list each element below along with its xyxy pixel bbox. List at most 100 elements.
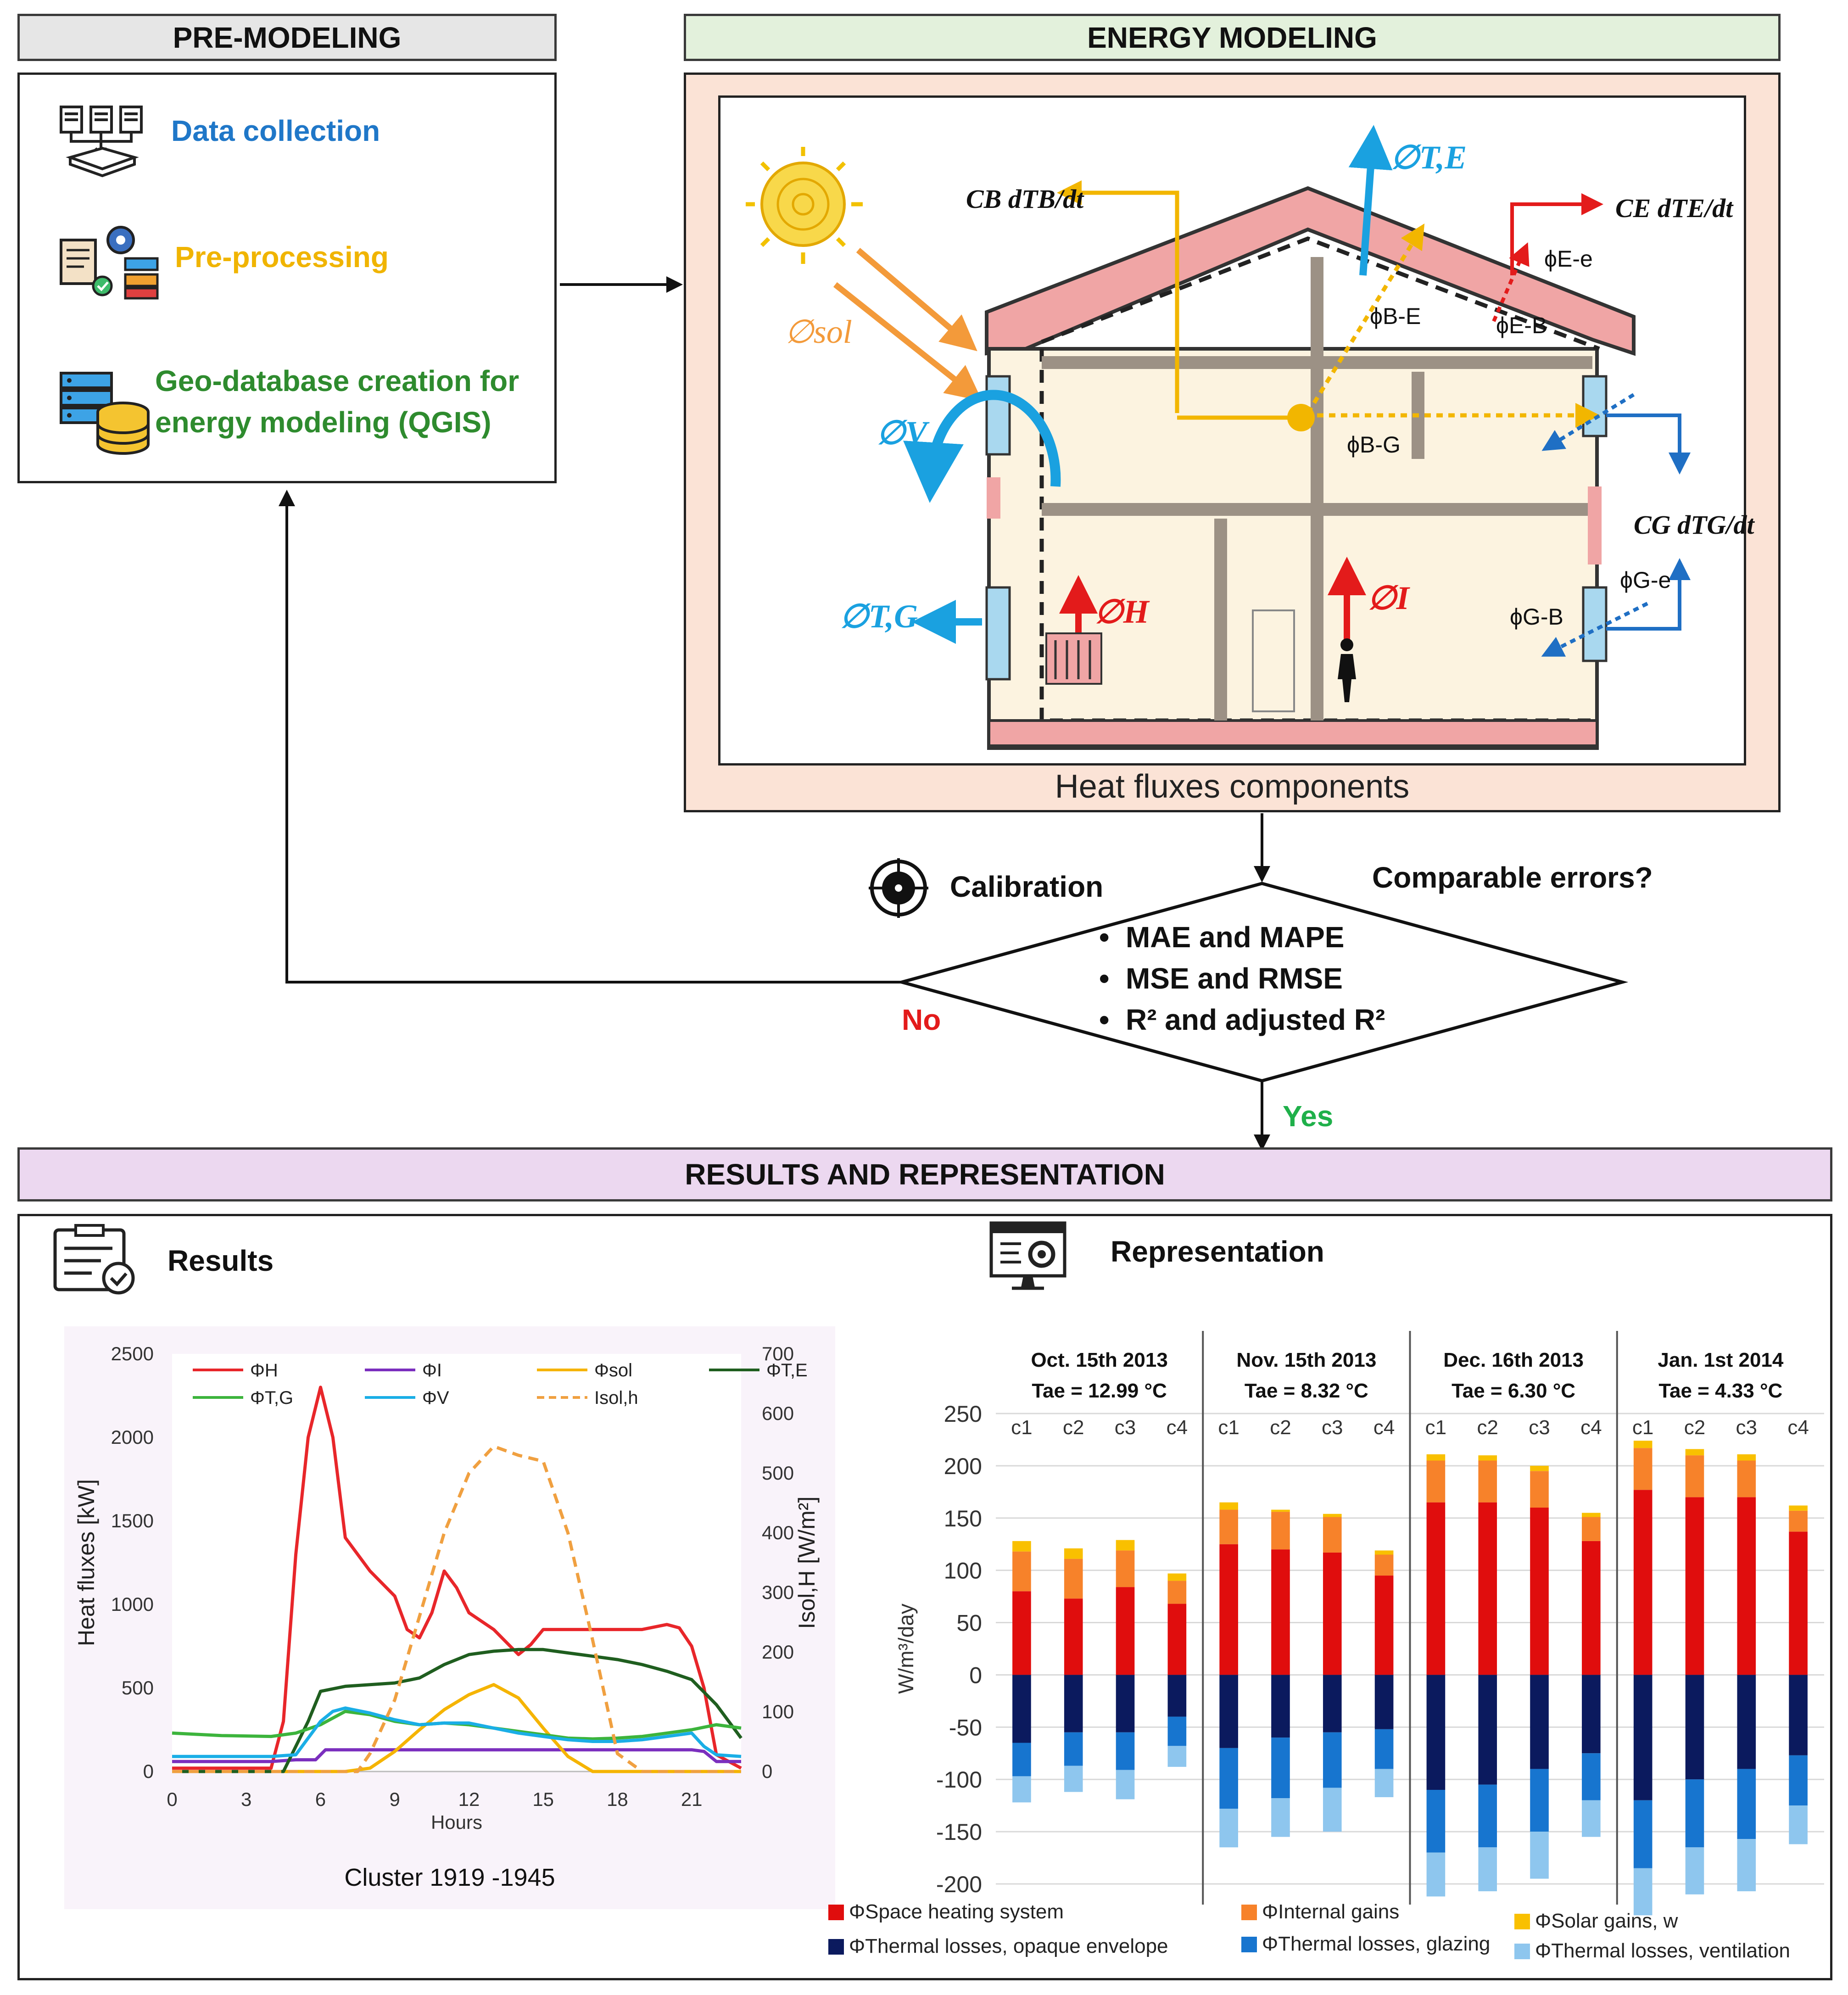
category-label: c2 xyxy=(1063,1416,1084,1439)
bar-segment-1 xyxy=(1323,1517,1342,1553)
x-tick-label: 0 xyxy=(167,1788,177,1810)
legend-label-5: ΦThermal losses, ventilation xyxy=(1535,1939,1790,1962)
category-label: c4 xyxy=(1167,1416,1188,1439)
bar-segment-0 xyxy=(1064,1598,1083,1675)
bar-segment-1 xyxy=(1478,1460,1497,1503)
energy-header-text: ENERGY MODELING xyxy=(1087,21,1377,54)
y-tick-label: 100 xyxy=(944,1558,982,1584)
bar-segment-2 xyxy=(1116,1540,1135,1551)
legend-label-2: ΦSolar gains, w xyxy=(1535,1910,1678,1932)
bar-segment-0 xyxy=(1116,1587,1135,1675)
category-label: c1 xyxy=(1218,1416,1239,1439)
bar-segment-4 xyxy=(1789,1755,1808,1806)
bar-segment-0 xyxy=(1426,1502,1446,1675)
bar-segment-3 xyxy=(1167,1675,1187,1717)
legend-swatch-2 xyxy=(1514,1914,1530,1929)
bar-segment-1 xyxy=(1685,1455,1704,1498)
bar-segment-4 xyxy=(1530,1769,1549,1832)
bar-segment-5 xyxy=(1323,1788,1342,1832)
bar-segment-1 xyxy=(1116,1550,1135,1587)
group-title-3: Jan. 1st 2014 xyxy=(1658,1349,1783,1371)
legend-swatch-1 xyxy=(1241,1905,1257,1920)
y-tick-label: 2000 xyxy=(111,1426,154,1448)
legend-label-4: ΦT,G xyxy=(250,1388,293,1408)
bar-segment-4 xyxy=(1012,1743,1031,1777)
bar-segment-2 xyxy=(1426,1454,1446,1461)
bar-segment-1 xyxy=(1219,1509,1238,1544)
line-chart-caption: Cluster 1919 -1945 xyxy=(344,1864,555,1891)
label-phi-eb: ϕE-B xyxy=(1496,313,1547,338)
category-label: c3 xyxy=(1529,1416,1550,1439)
results-box xyxy=(17,1214,1832,1980)
y-tick-label: -100 xyxy=(936,1767,982,1793)
y-tick-label: 150 xyxy=(944,1506,982,1531)
legend-label-5: ΦV xyxy=(422,1388,449,1408)
bar-segment-5 xyxy=(1374,1769,1394,1797)
bar-segment-3 xyxy=(1737,1675,1756,1769)
representation-title: Representation xyxy=(1111,1235,1324,1268)
energy-header: ENERGY MODELING xyxy=(684,14,1781,61)
x-tick-label: 3 xyxy=(241,1788,251,1810)
database-icon xyxy=(60,372,150,455)
bar-segment-3 xyxy=(1582,1675,1601,1754)
yes-label: Yes xyxy=(1283,1100,1334,1133)
label-phi-ee: ϕE-e xyxy=(1544,246,1593,272)
bar-segment-4 xyxy=(1582,1753,1601,1800)
category-label: c4 xyxy=(1373,1416,1395,1439)
category-label: c3 xyxy=(1322,1416,1343,1439)
y2-tick-label: 600 xyxy=(762,1403,794,1424)
category-label: c1 xyxy=(1632,1416,1653,1439)
bar-segment-0 xyxy=(1219,1544,1238,1675)
bar-segment-3 xyxy=(1323,1675,1342,1732)
bar-segment-5 xyxy=(1633,1868,1653,1916)
legend-label-3: ΦThermal losses, opaque envelope xyxy=(849,1935,1168,1957)
bar-segment-0 xyxy=(1478,1502,1497,1675)
x-tick-label: 9 xyxy=(390,1788,400,1810)
group-title-1: Nov. 15th 2013 xyxy=(1236,1349,1376,1371)
bar-segment-2 xyxy=(1271,1509,1290,1512)
calibration-label: Calibration xyxy=(950,870,1104,903)
group-temp-1: Tae = 8.32 °C xyxy=(1245,1380,1368,1402)
legend-swatch-4 xyxy=(1241,1937,1257,1952)
bar-segment-4 xyxy=(1426,1790,1446,1853)
bar-segment-2 xyxy=(1530,1465,1549,1471)
category-label: c2 xyxy=(1270,1416,1291,1439)
legend-label-2: Φsol xyxy=(594,1360,632,1380)
comparable-errors-label: Comparable errors? xyxy=(1372,861,1653,894)
bar-segment-4 xyxy=(1478,1784,1497,1848)
bar-segment-1 xyxy=(1789,1510,1808,1532)
group-temp-3: Tae = 4.33 °C xyxy=(1658,1380,1782,1402)
category-label: c1 xyxy=(1425,1416,1446,1439)
y-tick-label: 200 xyxy=(944,1453,982,1479)
bar-segment-4 xyxy=(1633,1800,1653,1868)
group-temp-0: Tae = 12.99 °C xyxy=(1032,1380,1167,1402)
bar-segment-1 xyxy=(1737,1460,1756,1498)
metric-bullet-2: • MSE and RMSE xyxy=(1099,962,1343,995)
bar-segment-5 xyxy=(1012,1776,1031,1803)
bar-segment-2 xyxy=(1323,1514,1342,1517)
label-phi-i: ∅I xyxy=(1368,580,1409,616)
bar-segment-3 xyxy=(1374,1675,1394,1729)
group-temp-2: Tae = 6.30 °C xyxy=(1452,1380,1575,1402)
bar-segment-2 xyxy=(1478,1455,1497,1461)
bar-segment-1 xyxy=(1012,1551,1031,1592)
bar-segment-3 xyxy=(1633,1675,1653,1800)
bar-segment-5 xyxy=(1219,1809,1238,1848)
y-tick-label: 1000 xyxy=(111,1593,154,1615)
label-ce: CE dTE/dt xyxy=(1615,193,1733,223)
bar-segment-5 xyxy=(1167,1746,1187,1767)
bar-segment-3 xyxy=(1426,1675,1446,1790)
bar-segment-2 xyxy=(1064,1548,1083,1559)
legend-label-4: ΦThermal losses, glazing xyxy=(1262,1933,1490,1955)
data-collection-label: Data collection xyxy=(171,114,380,147)
label-cg: CG dTG/dt xyxy=(1634,510,1754,540)
y-tick-label: -50 xyxy=(949,1715,982,1740)
category-label: c4 xyxy=(1580,1416,1602,1439)
bar-segment-5 xyxy=(1064,1766,1083,1792)
bar-segment-2 xyxy=(1374,1550,1394,1555)
y-tick-label: 50 xyxy=(956,1610,982,1636)
metric-bullet-1: • MAE and MAPE xyxy=(1099,921,1345,954)
x-tick-label: 15 xyxy=(532,1788,554,1810)
y-tick-label: 250 xyxy=(944,1401,982,1427)
premodeling-header-text: PRE-MODELING xyxy=(173,21,402,54)
